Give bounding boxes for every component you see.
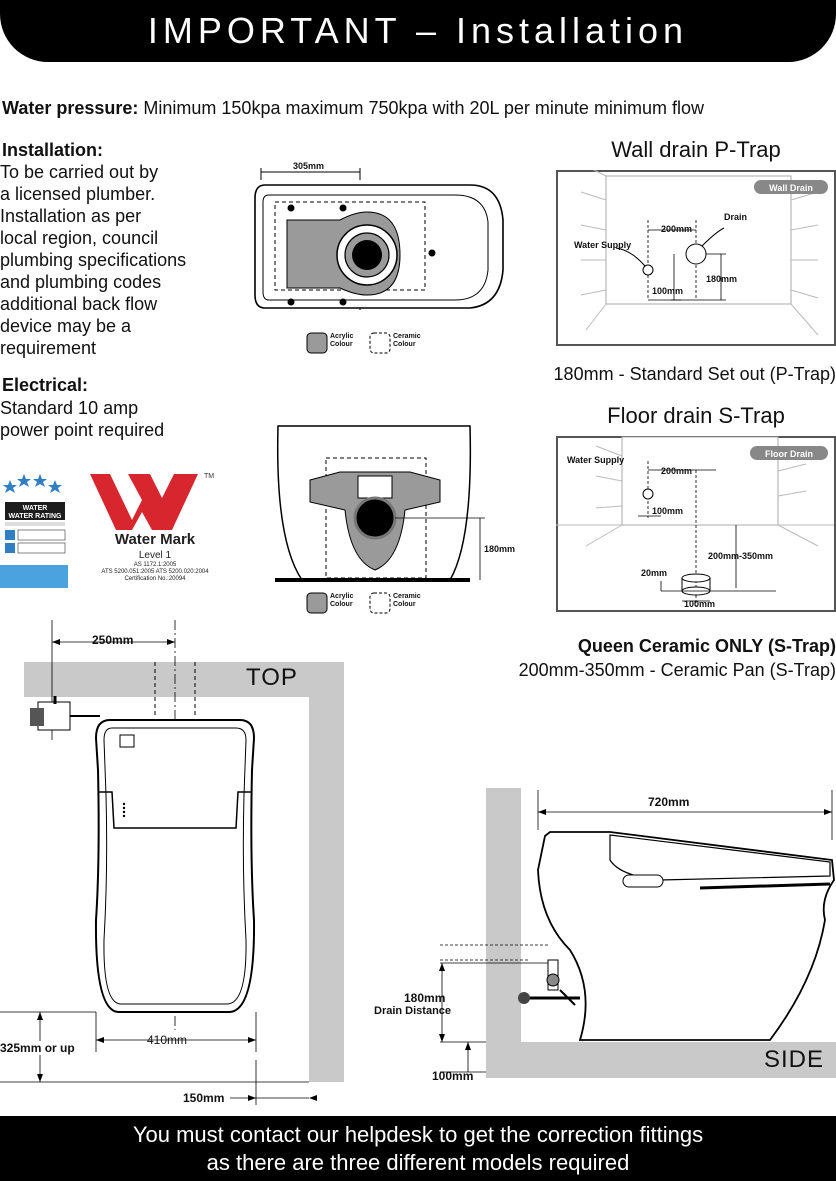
wall-drain-dim-width: 200mm [661,224,693,234]
wall-drain-dim-supply: Water Supply [574,240,632,250]
water-pressure-text: Minimum 150kpa maximum 750kpa with 20L p… [143,98,704,118]
wall-drain-dim-drain: Drain [724,212,748,222]
installation-line: and plumbing codes [0,272,162,292]
side-view-diagram [439,788,836,1078]
wall-drain-badge: Wall Drain [769,183,813,193]
top-view-dim-bottom: 150mm [183,1091,225,1105]
side-view-dim-length: 720mm [648,795,690,809]
footer-line: You must contact our helpdesk to get the… [132,1122,704,1147]
floor-drain-caption: 200mm-350mm - Ceramic Pan (S-Trap) [518,660,836,680]
legend-ceramic: Ceramic Colour [393,593,421,608]
wall-drain-dim-base: 100mm [652,286,684,296]
top-view-dim-left: 325mm or up [0,1041,75,1055]
top-view-dim-top: 250mm [92,633,134,647]
installation-line: To be carried out by [0,162,159,182]
top-plan-diagram [254,168,504,354]
wall-drain-diagram: Wall Drain [556,170,836,346]
legend-ceramic: Ceramic Colour [393,333,421,348]
header-bar [0,0,836,62]
installation-line: a licensed plumber. [0,184,156,204]
electrical-title: Electrical: [2,375,89,395]
floor-drain-diagram: Floor Drain [556,436,836,612]
water-pressure-label: Water pressure: [2,98,139,118]
installation-line: additional back flow [0,294,158,314]
watermark-title: Water Mark [114,531,196,548]
watermark-standards: AS 1172.1:2005 ATS 5200.051:2005 ATS 520… [90,562,220,583]
water-rating-text: WATER RATING [8,513,62,520]
installation-line: Installation as per [0,206,142,226]
installation-title: Installation: [2,140,104,160]
side-view-drain-label: Drain Distance [374,1005,452,1017]
front-view-dim: 180mm [484,544,516,554]
watermark-std-line: ATS 5200.051:2005 ATS 5200.020:2004 [101,569,209,575]
installation-line: device may be a [0,316,132,336]
electrical-text: Standard 10 amp power point required [0,397,164,441]
side-view-dim-drain: 180mm [404,991,446,1005]
watermark-logo-icon: TM [90,473,214,530]
legend-acrylic: Acrylic Colour [330,593,354,608]
footer-line: as there are three different models requ… [206,1150,630,1175]
svg-text:WATER: WATER [23,505,48,512]
floor-drain-dim-pipe: 100mm [684,599,716,609]
side-view-label: SIDE [764,1046,825,1073]
floor-drain-dim-width: 200mm [661,466,693,476]
installation-line: plumbing specifications [0,250,187,270]
legend-acrylic: Acrylic Colour [330,333,354,348]
top-view-diagram [0,620,344,1105]
installation-line: requirement [0,338,97,358]
floor-drain-title: Floor drain S-Trap [607,403,785,428]
floor-drain-dim-base: 100mm [652,506,684,516]
installation-line: local region, council [0,228,159,248]
wall-drain-dim-height: 180mm [706,274,738,284]
installation-text: To be carried out by a licensed plumber.… [0,161,186,359]
watermark-level: Level 1 [138,550,172,561]
floor-drain-caption-bold: Queen Ceramic ONLY (S-Trap) [577,636,836,656]
top-plan-dim: 305mm [293,161,325,171]
water-pressure-line: Water pressure: Minimum 150kpa maximum 7… [2,97,704,119]
watermark-std-line: AS 1172.1:2005 [133,562,177,568]
wall-drain-caption: 180mm - Standard Set out (P-Trap) [553,364,836,384]
wall-drain-title: Wall drain P-Trap [611,137,781,162]
page-title: IMPORTANT – Installation [147,10,689,51]
side-view-dim-base: 100mm [432,1069,474,1083]
top-view-label: TOP [246,664,298,691]
footer-banner: You must contact our helpdesk to get the… [0,1116,836,1181]
top-view-dim-width: 410mm [147,1033,188,1047]
floor-drain-dim-riser: 20mm [641,568,668,578]
water-rating-logo: WATER WATER RATING [0,470,68,588]
watermark-std-line: Certification No.:20094 [124,576,186,582]
front-view-diagram [275,425,485,614]
floor-drain-dim-range: 200mm-350mm [708,551,774,561]
floor-drain-badge: Floor Drain [765,449,813,459]
floor-drain-dim-supply: Water Supply [567,455,625,465]
electrical-line: power point required [0,420,165,440]
svg-text:TM: TM [204,473,214,480]
electrical-line: Standard 10 amp [0,398,139,418]
